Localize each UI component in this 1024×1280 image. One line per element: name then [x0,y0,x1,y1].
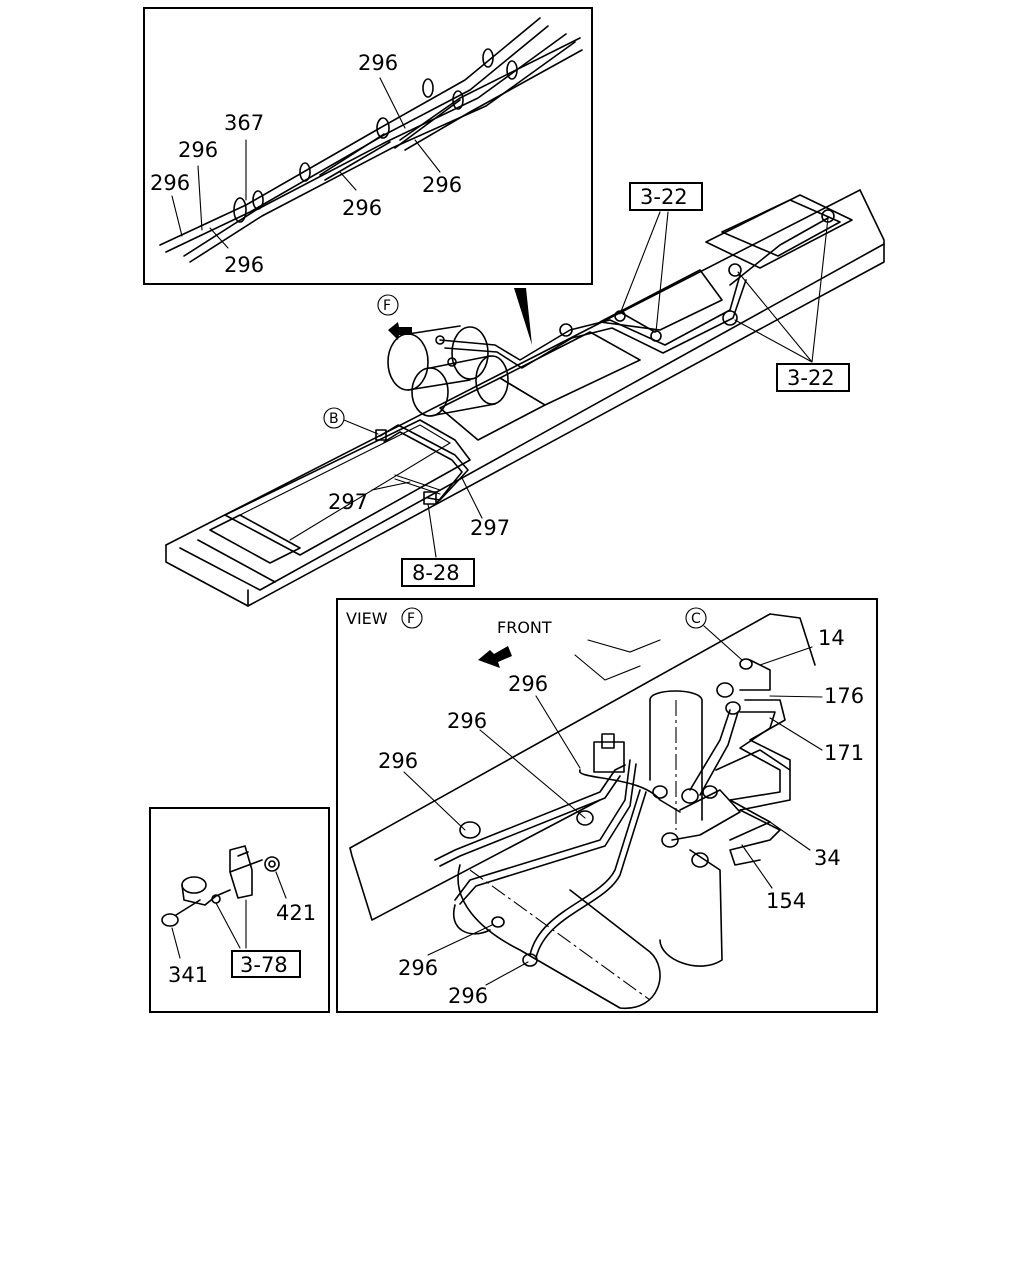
ref-3-22-right: 3-22 [787,366,835,390]
pipe-bundle-detail: 296 367 296 296 296 296 296 [143,7,593,285]
marker-f-view [401,607,423,629]
ref-box-3-22 [776,363,850,392]
detail-box-frame [143,7,593,285]
front-arrow-icon [478,646,512,668]
chassis-annotations: F B 3-22 3-22 8-28 297 297 [323,182,850,587]
view-label: VIEW [346,609,388,628]
label-421: 421 [276,901,316,925]
marker-c [685,607,707,629]
label-296: 296 [447,709,487,733]
label-154: 154 [766,889,806,913]
label-296: 296 [378,749,418,773]
front-label: FRONT [497,618,552,637]
marker-b [323,407,345,429]
label-297: 297 [328,490,368,514]
label-296: 296 [422,173,462,197]
pointer-wedge [514,288,532,345]
label-176: 176 [824,684,864,708]
marker-b-letter: B [329,411,339,427]
marker-c-letter: C [691,611,701,627]
label-296: 296 [224,253,264,277]
marker-f [377,294,399,316]
view-box-frame [336,598,878,1013]
label-341: 341 [168,963,208,987]
label-296: 296 [358,51,398,75]
label-14: 14 [818,626,845,650]
label-296: 296 [342,196,382,220]
marker-f-letter: F [383,298,391,314]
direction-arrow-icon [388,322,412,340]
chassis-frame [165,189,885,607]
label-296: 296 [398,956,438,980]
label-296: 296 [448,984,488,1008]
ref-8-28: 8-28 [412,561,460,585]
ref-3-22-top: 3-22 [640,185,688,209]
view-f-detail: VIEW F FRONT C [336,598,878,1013]
ref-box-3-22 [629,182,703,211]
label-34: 34 [814,846,841,870]
bracket-detail: 3-78 421 341 [149,807,330,1013]
label-296: 296 [508,672,548,696]
label-296: 296 [150,171,190,195]
label-367: 367 [224,111,264,135]
marker-f-view-letter: F [407,611,415,627]
label-171: 171 [824,741,864,765]
ref-3-78: 3-78 [240,953,288,977]
ref-box-3-78 [231,950,301,978]
ref-box-8-28 [401,558,475,587]
bracket-box-frame [149,807,330,1013]
label-296: 296 [178,138,218,162]
label-297: 297 [470,516,510,540]
